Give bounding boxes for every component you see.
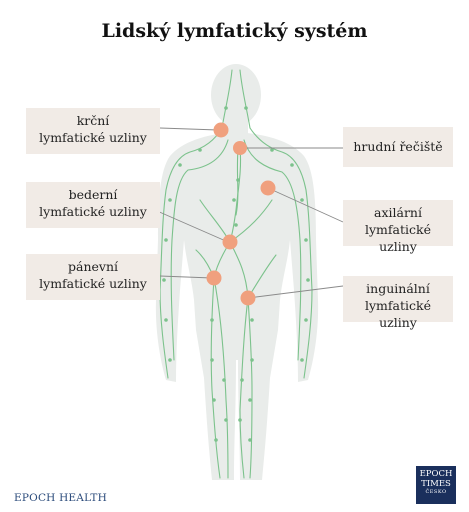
label-lumbar-nodes: bederní lymfatické uzliny: [26, 182, 160, 228]
leader-inguinal: [247, 285, 344, 299]
thoracic-duct-marker: [233, 141, 247, 155]
logo-line1: EPOCH: [419, 469, 453, 479]
label-neck-nodes: krční lymfatické uzliny: [26, 108, 160, 154]
axillary-node-marker: [260, 180, 276, 196]
label-lumbar-line1: bederní: [68, 187, 118, 202]
label-axillary-line2: lymfatické uzliny: [365, 222, 431, 254]
node-markers: [206, 122, 276, 306]
lymph-node-dots: [162, 106, 310, 442]
leader-neck: [159, 127, 219, 131]
logo-line2: TIMES: [421, 479, 451, 489]
pelvic-node-marker: [206, 270, 222, 286]
page-title: Lidský lymfatický systém: [101, 20, 368, 42]
body-silhouette: [155, 64, 319, 480]
label-pelvic-line2: lymfatické uzliny: [39, 276, 147, 291]
label-thoracic-line1: hrudní řečiště: [353, 139, 443, 154]
label-axillary-nodes: axilární lymfatické uzliny: [343, 200, 453, 254]
neck-node-marker: [213, 122, 229, 138]
epoch-times-logo: EPOCH TIMES ČESKO: [416, 466, 456, 504]
label-inguinal-nodes: inguinální lymfatické uzliny: [343, 276, 453, 330]
inguinal-node-marker: [240, 290, 256, 306]
label-axillary-line1: axilární: [374, 205, 422, 220]
brand-epoch-health: EPOCH HEALTH: [14, 492, 107, 504]
leader-pelvic: [159, 275, 213, 279]
label-inguinal-line1: inguinální: [366, 281, 430, 296]
label-thoracic-duct: hrudní řečiště: [343, 127, 453, 167]
label-pelvic-line1: pánevní: [67, 259, 118, 274]
leader-axillary: [267, 187, 344, 223]
leader-lines: [131, 127, 344, 299]
label-lumbar-line2: lymfatické uzliny: [39, 204, 147, 219]
logo-line3: ČESKO: [425, 489, 447, 495]
lumbar-node-marker: [222, 234, 238, 250]
label-pelvic-nodes: pánevní lymfatické uzliny: [26, 254, 160, 300]
label-neck-line1: krční: [76, 113, 110, 128]
label-inguinal-line2: lymfatické uzliny: [365, 298, 431, 330]
label-neck-line2: lymfatické uzliny: [39, 130, 147, 145]
